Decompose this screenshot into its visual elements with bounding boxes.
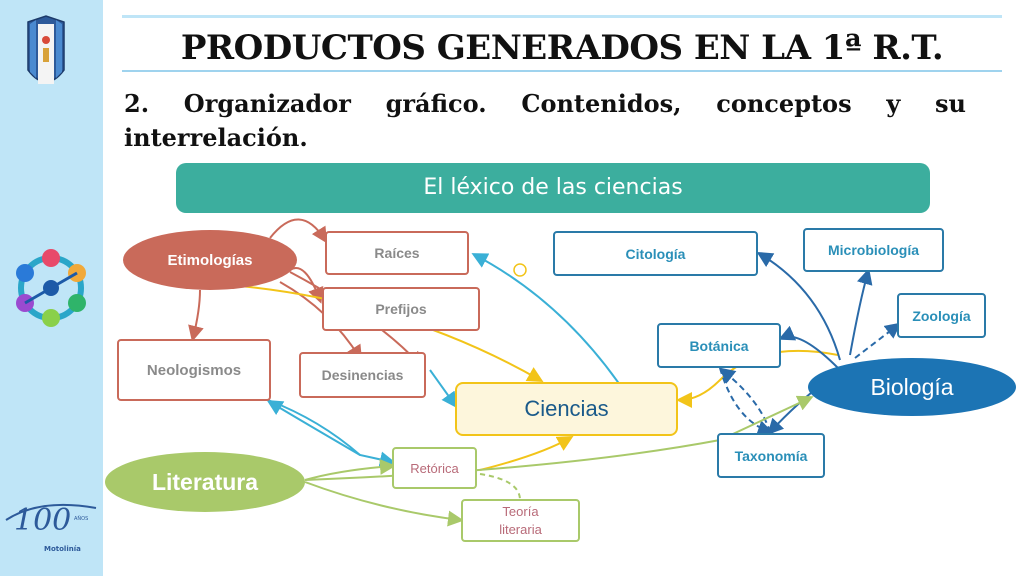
sidebar-graphics: 100 AÑOS Motolinía xyxy=(5,15,97,553)
sidebar: 100 AÑOS Motolinía xyxy=(0,0,103,576)
marker-circle xyxy=(513,263,527,277)
node-teoria-literaria: Teoría literaria xyxy=(461,499,580,542)
crest-icon xyxy=(27,15,65,84)
node-literatura: Literatura xyxy=(105,452,305,512)
slide-title: PRODUCTOS GENERADOS EN LA 1ª R.T. xyxy=(180,28,944,68)
top-rule xyxy=(122,15,1002,18)
node-botanica: Botánica xyxy=(657,323,781,368)
slide-subtitle: 2. Organizador gráfico. Contenidos, conc… xyxy=(124,89,966,152)
svg-text:Motolinía: Motolinía xyxy=(44,545,81,553)
banner: El léxico de las ciencias xyxy=(176,163,930,213)
node-desinencias: Desinencias xyxy=(299,352,426,398)
node-zoologia: Zoología xyxy=(897,293,986,338)
svg-text:AÑOS: AÑOS xyxy=(74,515,88,522)
title-rule xyxy=(122,70,1002,72)
node-etimologias: Etimologías xyxy=(123,230,297,290)
node-raices: Raíces xyxy=(325,231,469,275)
literatura-links xyxy=(304,395,814,527)
node-citologia: Citología xyxy=(553,231,758,276)
anniversary-logo: 100 AÑOS Motolinía xyxy=(5,503,97,553)
node-taxonomia: Taxonomía xyxy=(717,433,825,478)
molecule-icon xyxy=(16,249,86,327)
node-retorica: Retórica xyxy=(392,447,477,489)
cyan-links xyxy=(266,253,621,468)
svg-text:100: 100 xyxy=(14,503,71,538)
node-neologismos: Neologismos xyxy=(117,339,271,401)
node-prefijos: Prefijos xyxy=(322,287,480,331)
node-microbiologia: Microbiología xyxy=(803,228,944,272)
node-ciencias: Ciencias xyxy=(455,382,678,436)
node-biologia: Biología xyxy=(808,358,1016,416)
